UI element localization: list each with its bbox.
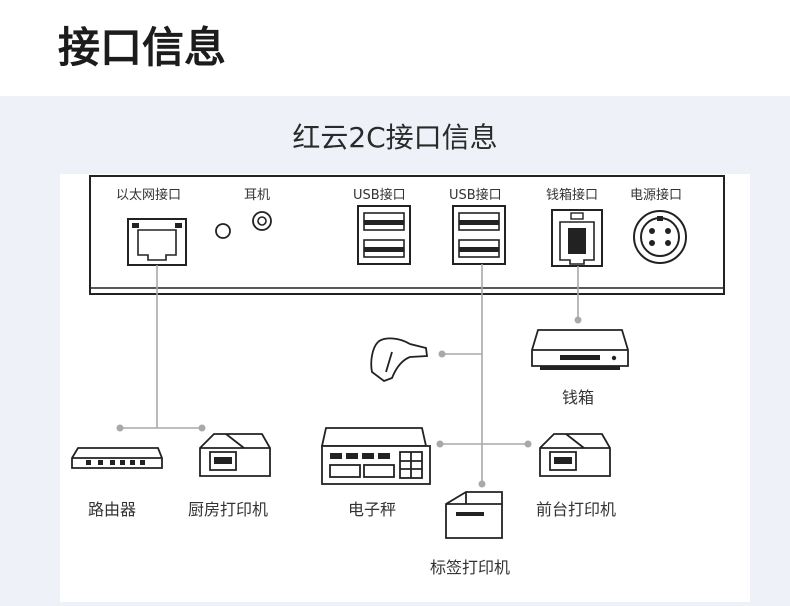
label-printer-icon bbox=[445, 491, 503, 539]
port-label-usb-1: USB接口 bbox=[353, 188, 406, 203]
device-label-front-printer: 前台打印机 bbox=[536, 500, 617, 519]
port-label-ethernet: 以太网接口 bbox=[116, 188, 182, 203]
power-port-icon bbox=[633, 210, 687, 264]
page-title: 接口信息 bbox=[58, 23, 227, 72]
port-label-earphone: 耳机 bbox=[244, 188, 271, 203]
ethernet-port-icon bbox=[127, 218, 187, 266]
usb-port-1-icon bbox=[357, 205, 411, 265]
connection-lines bbox=[120, 264, 579, 484]
port-label-usb-2: USB接口 bbox=[449, 188, 502, 203]
device-label-router: 路由器 bbox=[88, 500, 137, 519]
port-label-power: 电源接口 bbox=[630, 188, 683, 203]
electronic-scale-icon bbox=[320, 427, 431, 485]
port-label-cashbox: 钱箱接口 bbox=[546, 188, 599, 203]
usb-port-2-icon bbox=[452, 205, 506, 265]
device-label-scale: 电子秤 bbox=[348, 500, 397, 519]
device-label-kitchen-printer: 厨房打印机 bbox=[188, 500, 269, 519]
earphone-jack-icon bbox=[215, 211, 272, 239]
cashbox-port-icon bbox=[551, 209, 603, 267]
device-label-cash-drawer: 钱箱 bbox=[562, 388, 595, 407]
diagram-title: 红云2C接口信息 bbox=[292, 121, 498, 154]
front-printer-icon bbox=[539, 433, 611, 477]
connection-dots bbox=[116, 316, 582, 488]
router-icon bbox=[71, 447, 163, 469]
device-label-label-printer: 标签打印机 bbox=[430, 558, 511, 577]
kitchen-printer-icon bbox=[199, 433, 271, 477]
barcode-scanner-icon bbox=[370, 337, 429, 383]
cash-drawer-icon bbox=[531, 329, 629, 370]
